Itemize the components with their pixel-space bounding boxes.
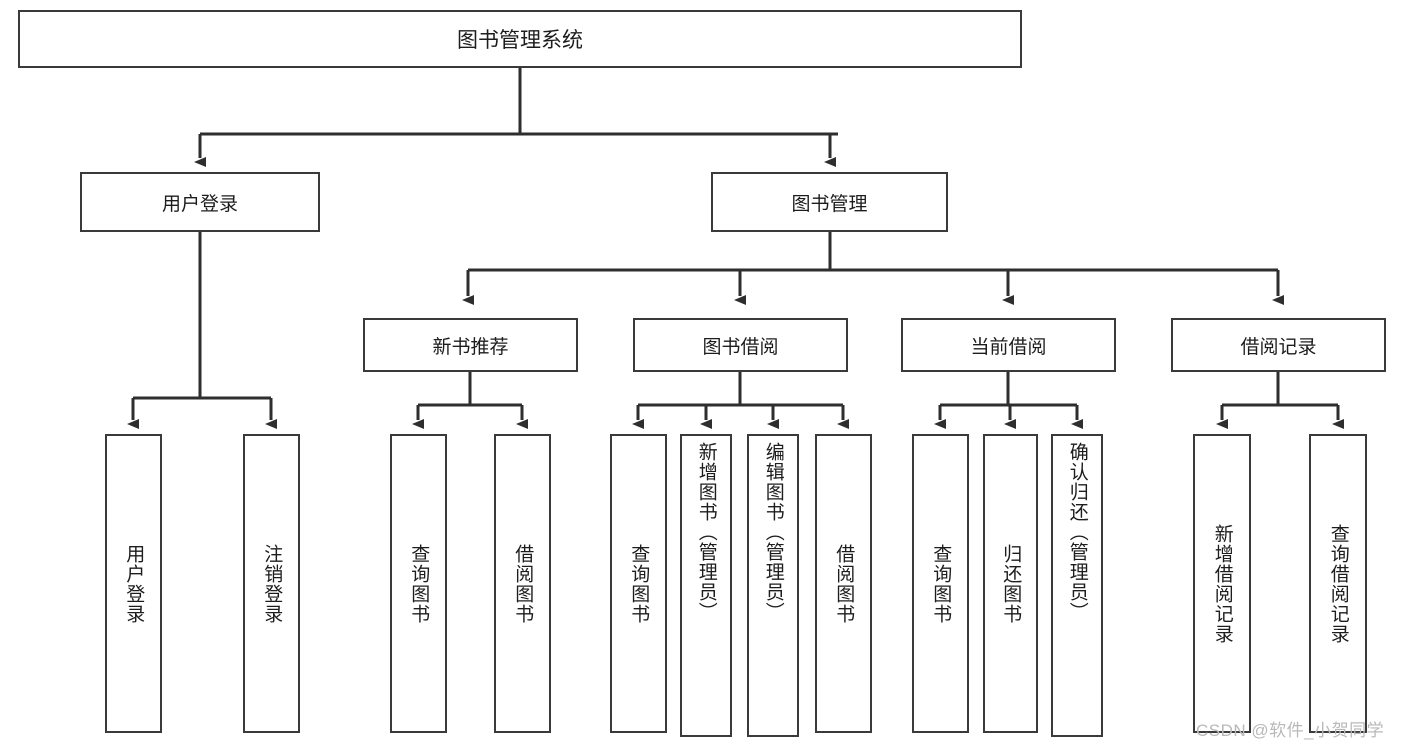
leaf-borrow-book[interactable]: 借阅图书 xyxy=(815,434,872,733)
leaf-add-book-admin-label: 新增图书（管理员） xyxy=(695,442,717,622)
node-current-borrow[interactable]: 当前借阅 xyxy=(901,318,1116,372)
node-borrow-records-label: 借阅记录 xyxy=(1240,336,1317,358)
node-current-borrow-label: 当前借阅 xyxy=(970,336,1047,358)
node-root[interactable]: 图书管理系统 xyxy=(18,10,1022,68)
node-root-label: 图书管理系统 xyxy=(457,29,583,52)
node-new-book-recommend-label: 新书推荐 xyxy=(432,336,509,358)
leaf-return-book[interactable]: 归还图书 xyxy=(983,434,1038,733)
node-new-book-recommend[interactable]: 新书推荐 xyxy=(363,318,578,372)
watermark-text: CSDN @软件_小贺同学 xyxy=(1196,721,1385,740)
leaf-edit-book-admin[interactable]: 编辑图书（管理员） xyxy=(747,434,799,737)
node-book-management-label: 图书管理 xyxy=(791,193,868,215)
leaf-borrow-book-recommend-label: 借阅图书 xyxy=(512,543,534,624)
node-user-login-label: 用户登录 xyxy=(161,193,238,215)
node-book-management[interactable]: 图书管理 xyxy=(711,172,948,232)
leaf-borrow-book-label: 借阅图书 xyxy=(833,543,855,624)
leaf-logout-label: 注销登录 xyxy=(261,543,283,624)
leaf-add-borrow-record[interactable]: 新增借阅记录 xyxy=(1193,434,1251,733)
leaf-query-book-current[interactable]: 查询图书 xyxy=(912,434,969,733)
node-book-borrow[interactable]: 图书借阅 xyxy=(633,318,848,372)
node-borrow-records[interactable]: 借阅记录 xyxy=(1171,318,1386,372)
leaf-add-borrow-record-label: 新增借阅记录 xyxy=(1211,523,1233,644)
leaf-edit-book-admin-label: 编辑图书（管理员） xyxy=(762,442,784,622)
leaf-logout[interactable]: 注销登录 xyxy=(243,434,300,733)
leaf-query-borrow-record[interactable]: 查询借阅记录 xyxy=(1309,434,1367,733)
leaf-confirm-return-admin[interactable]: 确认归还（管理员） xyxy=(1051,434,1103,737)
leaf-borrow-book-recommend[interactable]: 借阅图书 xyxy=(494,434,551,733)
leaf-query-book-borrow[interactable]: 查询图书 xyxy=(610,434,667,733)
leaf-confirm-return-admin-label: 确认归还（管理员） xyxy=(1066,442,1088,622)
leaf-query-book-recommend-label: 查询图书 xyxy=(408,543,430,624)
leaf-query-borrow-record-label: 查询借阅记录 xyxy=(1327,523,1349,644)
leaf-add-book-admin[interactable]: 新增图书（管理员） xyxy=(680,434,732,737)
leaf-query-book-recommend[interactable]: 查询图书 xyxy=(390,434,447,733)
leaf-user-login[interactable]: 用户登录 xyxy=(105,434,162,733)
leaf-return-book-label: 归还图书 xyxy=(1000,543,1022,624)
leaf-query-book-current-label: 查询图书 xyxy=(930,543,952,624)
node-user-login[interactable]: 用户登录 xyxy=(80,172,320,232)
leaf-user-login-label: 用户登录 xyxy=(123,543,145,624)
leaf-query-book-borrow-label: 查询图书 xyxy=(628,543,650,624)
node-book-borrow-label: 图书借阅 xyxy=(702,336,779,358)
